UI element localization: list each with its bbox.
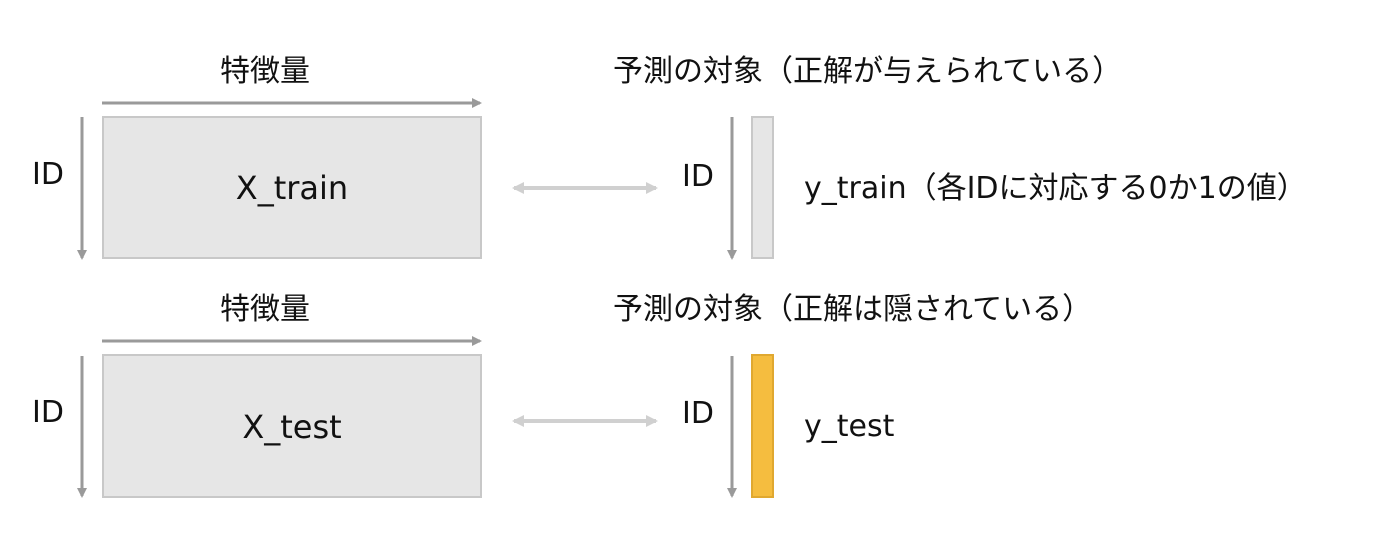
y-test-label: y_test bbox=[804, 409, 895, 444]
x-test-label: X_test bbox=[242, 408, 342, 446]
test-id-label-right: ID bbox=[682, 396, 714, 431]
train-id-label-left: ID bbox=[32, 157, 64, 192]
x-train-box: X_train bbox=[102, 116, 482, 259]
y-test-bar bbox=[751, 354, 774, 498]
train-feature-label: 特徴量 bbox=[220, 54, 310, 89]
train-target-heading: 予測の対象（正解が与えられている） bbox=[613, 54, 1123, 89]
test-feature-label: 特徴量 bbox=[220, 292, 310, 327]
test-id-label-left: ID bbox=[32, 395, 64, 430]
y-train-label: y_train（各IDに対応する0か1の値） bbox=[804, 171, 1307, 206]
x-test-box: X_test bbox=[102, 354, 482, 498]
test-target-heading: 予測の対象（正解は隠されている） bbox=[613, 292, 1093, 327]
y-train-bar bbox=[751, 116, 774, 259]
train-id-label-right: ID bbox=[682, 159, 714, 194]
x-train-label: X_train bbox=[235, 169, 349, 207]
